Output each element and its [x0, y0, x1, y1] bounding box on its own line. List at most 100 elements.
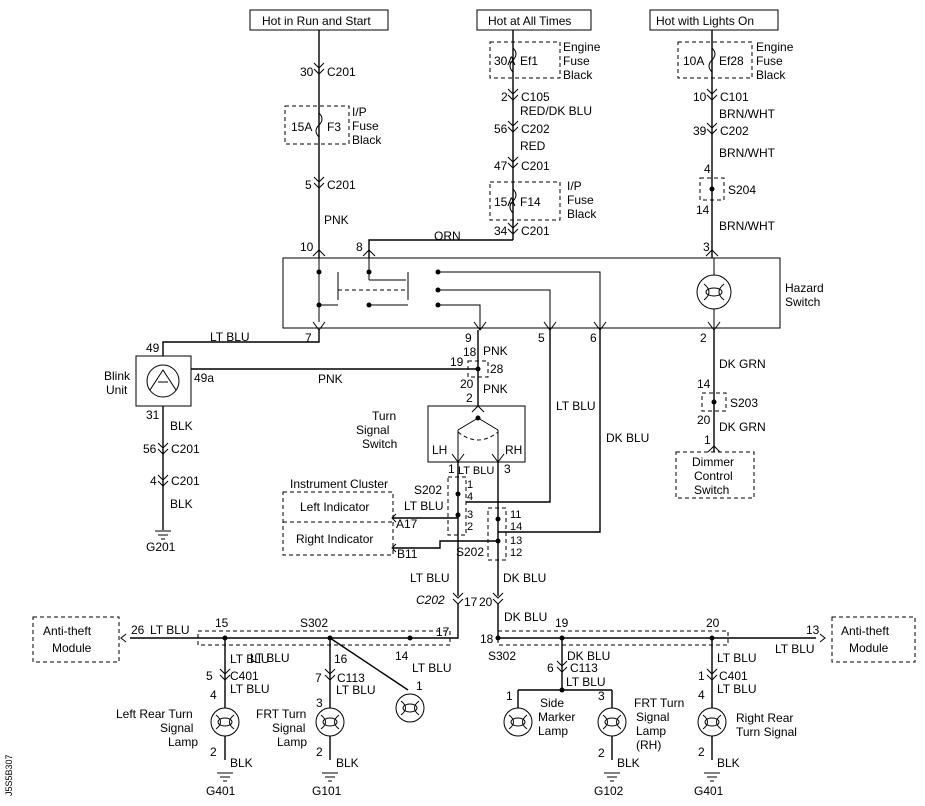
pin-4-d: 4: [698, 688, 705, 702]
ground-g201: G201: [146, 540, 176, 554]
pin-56-a: 56: [494, 122, 508, 136]
pin-1-e: 1: [704, 433, 711, 447]
splice-s202-a: S202: [414, 483, 442, 497]
wire-red-dkblu: RED/DK BLU: [520, 104, 592, 118]
fuse-ef28-box: [677, 41, 753, 79]
splice-s202-right-box: [487, 507, 507, 561]
conn-c201-b: C201: [327, 178, 356, 192]
conn-c401-a: C401: [230, 669, 259, 683]
wire-red: RED: [520, 139, 546, 153]
frt-rh-label-4: (RH): [636, 738, 661, 752]
conn-c113-a: C113: [337, 671, 365, 685]
pin-3-d: 3: [598, 689, 605, 703]
fuse-f14-desc-1: I/P: [567, 179, 582, 193]
hazard-switch-label-1: Hazard: [785, 281, 824, 295]
wire-blk-c: BLK: [230, 756, 253, 770]
dimmer-label-2: Control: [694, 469, 733, 483]
wire-blk-b: BLK: [170, 497, 193, 511]
wire-ltblu-blink: [162, 330, 320, 356]
splice-s302-right-box: [497, 630, 729, 646]
source-at-all-times-box: [476, 9, 592, 31]
pin-6-b: 6: [547, 661, 554, 675]
pin-16: 16: [334, 652, 348, 666]
frt-rh-label-2: Signal: [636, 710, 669, 724]
wire-ltblu-e: LT BLU: [410, 571, 450, 585]
wire-ltblu-f: LT BLU: [150, 623, 190, 637]
wire-ltblu-branch: [329, 637, 409, 691]
pin-1-c: 1: [506, 689, 513, 703]
wire-brnwht-c: BRN/WHT: [719, 219, 776, 233]
turn-switch-label-2: Signal: [356, 423, 389, 437]
wire-brnwht-a: BRN/WHT: [719, 107, 776, 121]
antitheft-left-label-2: Module: [52, 641, 92, 655]
wire-orn-label: ORN: [434, 229, 461, 243]
splice-s202-left-box: [447, 476, 467, 536]
wire-dkblu-c: DK BLU: [504, 610, 547, 624]
antitheft-module-right: [831, 616, 916, 663]
pin-30: 30: [300, 65, 314, 79]
wire-b11: [393, 540, 498, 549]
wire-blk-f: BLK: [717, 756, 740, 770]
blink-unit-label-1: Blink: [104, 369, 131, 383]
conn-c401-b: C401: [719, 669, 748, 683]
ground-g401-a: G401: [206, 784, 236, 798]
source-lights-on-box: [649, 9, 779, 31]
pin-13-a: 13: [806, 623, 820, 637]
s302-pin-15: 15: [215, 616, 229, 630]
fuse-f14-desc-2: Fuse: [567, 193, 594, 207]
antitheft-module-left: [32, 616, 120, 663]
s202-pin-2: 2: [467, 521, 473, 533]
wire-brnwht-b: BRN/WHT: [719, 146, 776, 160]
wire-ltblu-d: LT BLU: [404, 499, 444, 513]
wire-ltblu-o: LT BLU: [717, 682, 757, 696]
s302-pin-18: 18: [480, 632, 494, 646]
pin-4-b: 4: [150, 474, 157, 488]
pin-6: 6: [590, 331, 597, 345]
s302-pin-14: 14: [395, 649, 409, 663]
frt-lamp-label-2: Signal: [272, 721, 305, 735]
ground-g102: G102: [594, 784, 624, 798]
right-indicator: Right Indicator: [296, 532, 373, 546]
pin-5-c: 5: [206, 669, 213, 683]
pin-8: 8: [356, 240, 363, 254]
side-marker-label-1: Side: [540, 696, 564, 710]
pin-2-g: 2: [698, 745, 705, 759]
blink-unit-label-2: Unit: [106, 383, 128, 397]
pin-18: 18: [463, 345, 477, 359]
wire-ltblu-k: LT BLU: [336, 683, 376, 697]
s202-pin-4: 4: [467, 491, 473, 503]
side-marker-label-2: Marker: [538, 710, 575, 724]
pin-a17: A17: [396, 517, 418, 531]
wire-dkgrn-b: DK GRN: [719, 420, 766, 434]
conn-c113-b: C113: [570, 661, 598, 675]
pin-3-c: 3: [316, 696, 323, 710]
conn-c202-b: C202: [720, 124, 749, 138]
turn-switch-label-1: Turn: [372, 409, 396, 423]
instrument-cluster-label: Instrument Cluster: [290, 477, 388, 491]
lr-lamp-label-3: Lamp: [168, 735, 198, 749]
conn-c101: C101: [720, 90, 749, 104]
fuse-f3-box: [284, 105, 350, 145]
conn-c105: C105: [521, 90, 550, 104]
splice-s302-a: S302: [300, 616, 328, 630]
pin-34: 34: [494, 224, 508, 238]
turn-switch-rh: RH: [505, 443, 522, 457]
pin-2-d: 2: [210, 745, 217, 759]
fuse-f14-id: F14: [520, 195, 541, 209]
wire-ltblu-j: LT BLU: [250, 651, 290, 665]
pin-3-b: 3: [504, 462, 511, 476]
wire-pnk-b: PNK: [318, 372, 343, 386]
pin-2-a: 2: [501, 90, 508, 104]
fuse-ef28-desc-1: Engine: [756, 40, 794, 54]
source-at-all-times-label: Hot at All Times: [488, 14, 571, 28]
splice-s203: S203: [730, 396, 758, 410]
s202-pin-13: 13: [510, 535, 522, 547]
frt-lamp-label-3: Lamp: [277, 735, 307, 749]
pin-10-b: 10: [693, 90, 707, 104]
lr-lamp-label-2: Signal: [160, 721, 193, 735]
pin-49a: 49a: [194, 371, 214, 385]
pin-b11: B11: [397, 547, 418, 561]
pin-9: 9: [465, 331, 472, 345]
fuse-ef1-desc-3: Black: [563, 68, 593, 82]
